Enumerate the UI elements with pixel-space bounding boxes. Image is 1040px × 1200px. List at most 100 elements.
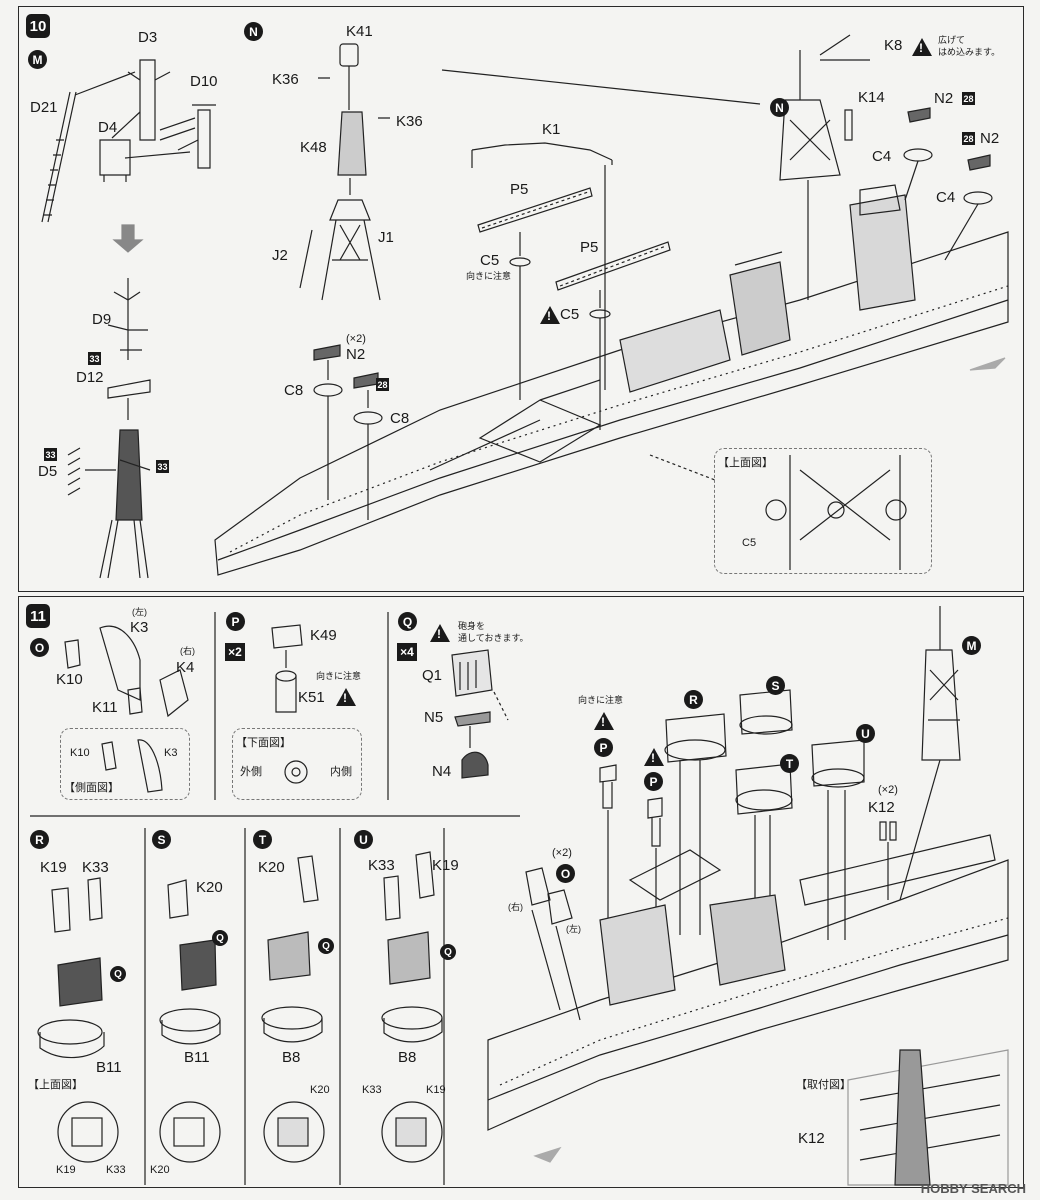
note-orientation-p: 向きに注意 (316, 671, 362, 681)
label-B8-T: B8 (282, 1049, 301, 1066)
label-N2-b: N2 (934, 90, 954, 107)
label-N2-c: N2 (980, 130, 1000, 147)
label-C5-b: C5 (560, 306, 580, 323)
marker-Q: Q (398, 612, 417, 631)
marker-P-ship-1: P (594, 738, 613, 757)
chip-28-a: 28 (376, 378, 389, 391)
marker-Q-R: Q (110, 966, 126, 982)
inset-title-top-view: 【上面図】 (718, 457, 773, 469)
multiplier-x4: ×4 (397, 643, 417, 661)
step-11-panel (18, 596, 1024, 1188)
label-outer: 外側 (240, 766, 262, 778)
label-inner: 内側 (330, 766, 352, 778)
label-C5-inset: C5 (742, 537, 757, 549)
label-D4: D4 (98, 119, 118, 136)
warning-icon (430, 624, 450, 642)
label-D10: D10 (190, 73, 218, 90)
note-left-ship: (左) (566, 924, 581, 934)
label-K12: K12 (868, 799, 895, 816)
chip-33-a: 33 (88, 352, 101, 365)
note-spread-1: 広げて (938, 35, 966, 45)
label-K33-R: K33 (82, 859, 109, 876)
marker-R: R (30, 830, 49, 849)
bottom-view-inset (232, 728, 362, 800)
warning-icon (912, 38, 932, 56)
label-N5: N5 (424, 709, 444, 726)
step-10-number: 10 (26, 14, 50, 38)
inset-title-side-view: 【側面図】 (64, 782, 119, 794)
note-orientation-ship: 向きに注意 (578, 695, 624, 705)
label-N2-a: N2 (346, 346, 366, 363)
marker-T-ship: T (780, 754, 799, 773)
multiplier-x2: ×2 (225, 643, 245, 661)
marker-M-ship: M (962, 636, 981, 655)
label-K19-R: K19 (40, 859, 67, 876)
label-K19-inset-U: K19 (426, 1084, 446, 1096)
note-orientation-a: 向きに注意 (466, 271, 512, 281)
marker-Q-S: Q (212, 930, 228, 946)
label-N4: N4 (432, 763, 452, 780)
step-10-panel (18, 6, 1024, 592)
label-C4-b: C4 (936, 189, 956, 206)
label-K10: K10 (56, 671, 83, 688)
label-K8: K8 (884, 37, 903, 54)
label-C5-a: C5 (480, 252, 500, 269)
chip-33-b: 33 (44, 448, 57, 461)
note-right-ship: (右) (508, 902, 523, 912)
label-K12-inset: K12 (798, 1130, 825, 1147)
chip-28-c: 28 (962, 132, 975, 145)
label-D5: D5 (38, 463, 58, 480)
inset-title-mount-view: 【取付図】 (796, 1079, 851, 1091)
label-D21: D21 (30, 99, 58, 116)
label-K11: K11 (92, 699, 118, 716)
marker-P: P (226, 612, 245, 631)
label-K19-U: K19 (432, 857, 459, 874)
marker-S: S (152, 830, 171, 849)
marker-Q-T: Q (318, 938, 334, 954)
label-K14: K14 (858, 89, 885, 106)
label-K33-inset-R: K33 (106, 1164, 126, 1176)
marker-S-ship: S (766, 676, 785, 695)
note-spread-2: はめ込みます。 (938, 47, 1001, 57)
note-barrel-2: 通しておきます。 (458, 633, 529, 643)
label-K36-right: K36 (396, 113, 423, 130)
label-K33-U: K33 (368, 857, 395, 874)
label-K3: K3 (130, 619, 149, 636)
label-J1: J1 (378, 229, 394, 246)
label-x2-N2: (×2) (346, 333, 366, 345)
label-x2-O: (×2) (552, 847, 572, 859)
label-K36-left: K36 (272, 71, 299, 88)
label-K41: K41 (346, 23, 373, 40)
chip-28-b: 28 (962, 92, 975, 105)
label-K4: K4 (176, 659, 195, 676)
label-D12: D12 (76, 369, 104, 386)
label-K20-inset-S: K20 (150, 1164, 170, 1176)
label-P5-b: P5 (580, 239, 599, 256)
label-B11-S: B11 (184, 1049, 210, 1066)
warning-icon (336, 688, 356, 706)
marker-N-ship: N (770, 98, 789, 117)
marker-T: T (253, 830, 272, 849)
note-barrel-1: 砲身を (458, 621, 486, 631)
top-view-inset (714, 448, 932, 574)
chip-33-c: 33 (156, 460, 169, 473)
marker-M: M (28, 50, 47, 69)
label-K10-inset: K10 (70, 747, 90, 759)
label-B11-R: B11 (96, 1059, 122, 1076)
label-D3: D3 (138, 29, 158, 46)
note-left-K3: (左) (132, 607, 147, 617)
label-D9: D9 (92, 311, 112, 328)
watermark: HOBBY SEARCH (920, 1181, 1026, 1196)
marker-R-ship: R (684, 690, 703, 709)
marker-N: N (244, 22, 263, 41)
label-K33-inset-U: K33 (362, 1084, 382, 1096)
label-x2-K12: (×2) (878, 784, 898, 796)
label-K19-inset-R: K19 (56, 1164, 76, 1176)
side-view-inset (60, 728, 190, 800)
label-K49: K49 (310, 627, 337, 644)
label-C4-a: C4 (872, 148, 892, 165)
label-C8-b: C8 (390, 410, 410, 427)
inset-title-top-view-R: 【上面図】 (28, 1079, 83, 1091)
warning-icon (644, 748, 664, 766)
